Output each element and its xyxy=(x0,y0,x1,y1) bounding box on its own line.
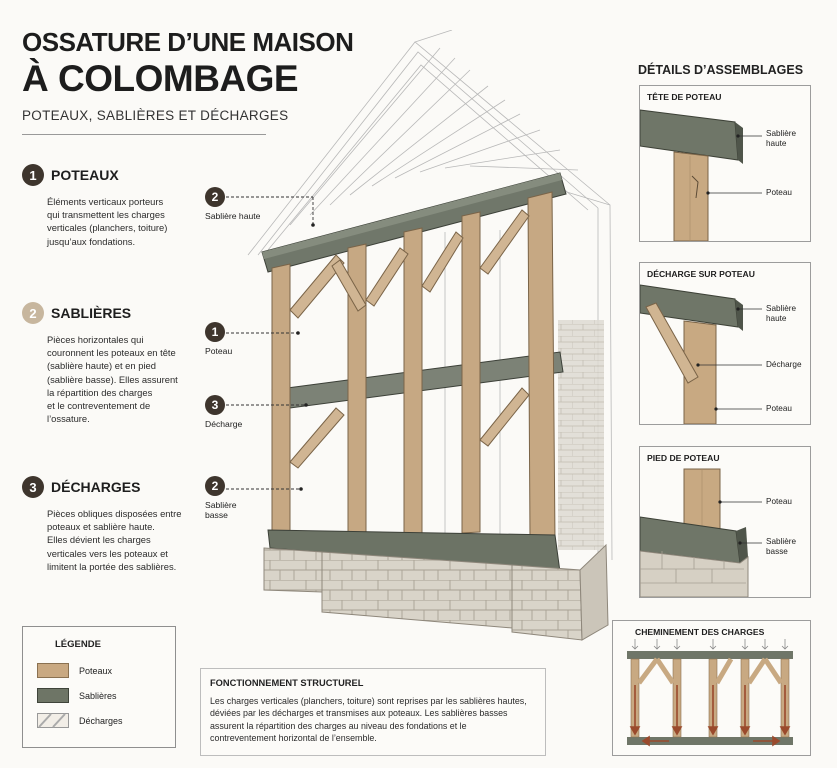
structural-box: FONCTIONNEMENT STRUCTUREL Les charges ve… xyxy=(200,668,546,756)
section-sablieres: 2 SABLIÈRES Pièces horizontales qui cour… xyxy=(22,302,232,425)
panel-label: Poteau xyxy=(766,404,792,413)
detail-panel-pied-de-poteau: PIED DE POTEAU Poteau Sablière basse xyxy=(639,446,811,598)
panel-label: Sablière haute xyxy=(766,304,797,323)
callout-label: Sablière basse xyxy=(205,500,237,520)
section-title: DÉCHARGES xyxy=(51,479,141,495)
detail-panel-tete-de-poteau: TÊTE DE POTEAU Sablière haute Poteau xyxy=(639,85,811,242)
structural-title: FONCTIONNEMENT STRUCTUREL xyxy=(210,678,364,688)
panel-title: TÊTE DE POTEAU xyxy=(647,92,722,102)
callout-number-badge: 2 xyxy=(205,187,225,207)
post-swatch-icon xyxy=(37,663,69,678)
sill-swatch-icon xyxy=(37,688,69,703)
callout-sabliere-haute: 2 Sablière haute xyxy=(205,187,260,221)
panel-title: PIED DE POTEAU xyxy=(647,453,720,463)
page-title: OSSATURE D’UNE MAISON À COLOMBAGE xyxy=(22,27,354,101)
callout-poteau: 1 Poteau xyxy=(205,322,232,356)
section-poteaux: 1 POTEAUX Éléments verticaux porteurs qu… xyxy=(22,164,222,248)
load-path-panel: CHEMINEMENT DES CHARGES xyxy=(612,620,811,756)
panel-label: Poteau xyxy=(766,497,792,506)
panel-title: CHEMINEMENT DES CHARGES xyxy=(635,627,765,637)
callout-number-badge: 3 xyxy=(205,395,225,415)
title-line2: À COLOMBAGE xyxy=(22,58,299,99)
callout-label: Poteau xyxy=(205,346,233,356)
braces xyxy=(289,209,530,469)
panel-label: Sablière basse xyxy=(766,537,797,556)
panel-label: Poteau xyxy=(766,188,792,197)
legend-item-decharges: Décharges xyxy=(37,713,123,728)
section-body: Pièces horizontales qui couronnent les p… xyxy=(47,334,178,425)
callout-label: Décharge xyxy=(205,419,243,429)
decharge-sur-poteau-drawing xyxy=(640,284,762,424)
legend-item-poteaux: Poteaux xyxy=(37,663,112,678)
section-body: Pièces obliques disposées entre poteaux … xyxy=(47,508,182,572)
section-title: POTEAUX xyxy=(51,167,119,183)
legend-box: LÉGENDE Poteaux Sablières Décharges xyxy=(22,626,176,748)
section-number-badge: 2 xyxy=(22,302,44,324)
pied-de-poteau-drawing xyxy=(640,468,762,597)
stone-foundation xyxy=(263,543,609,641)
legend-title: LÉGENDE xyxy=(55,639,101,650)
load-path-drawing xyxy=(627,639,793,747)
section-number-badge: 3 xyxy=(22,476,44,498)
detail-panel-decharge-sur-poteau: DÉCHARGE SUR POTEAU Sablière haute Décha… xyxy=(639,262,811,425)
callout-number-badge: 2 xyxy=(205,476,225,496)
callout-leaders xyxy=(226,196,315,491)
brace-swatch-icon xyxy=(37,713,69,728)
section-body: Éléments verticaux porteurs qui transmet… xyxy=(47,196,168,247)
callout-sabliere-basse: 2 Sablière basse xyxy=(205,476,237,520)
title-divider xyxy=(22,134,266,135)
brick-wall xyxy=(558,320,604,550)
callout-number-badge: 1 xyxy=(205,322,225,342)
panel-title: DÉCHARGE SUR POTEAU xyxy=(647,269,755,279)
title-line1: OSSATURE D’UNE MAISON xyxy=(22,27,354,57)
structural-body: Les charges verticales (planchers, toitu… xyxy=(210,696,527,744)
subtitle: POTEAUX, SABLIÈRES ET DÉCHARGES xyxy=(22,108,289,123)
tete-de-poteau-drawing xyxy=(640,109,762,241)
callout-decharge: 3 Décharge xyxy=(205,395,242,429)
panel-label: Sablière haute xyxy=(766,129,797,148)
section-decharges: 3 DÉCHARGES Pièces obliques disposées en… xyxy=(22,476,232,573)
timber-frame-illustration xyxy=(226,30,613,641)
legend-item-sablieres: Sablières xyxy=(37,688,117,703)
panel-label: Décharge xyxy=(766,360,802,369)
details-title: DÉTAILS D’ASSEMBLAGES xyxy=(638,63,804,77)
callout-label: Sablière haute xyxy=(205,211,261,221)
section-title: SABLIÈRES xyxy=(51,305,132,321)
section-number-badge: 1 xyxy=(22,164,44,186)
